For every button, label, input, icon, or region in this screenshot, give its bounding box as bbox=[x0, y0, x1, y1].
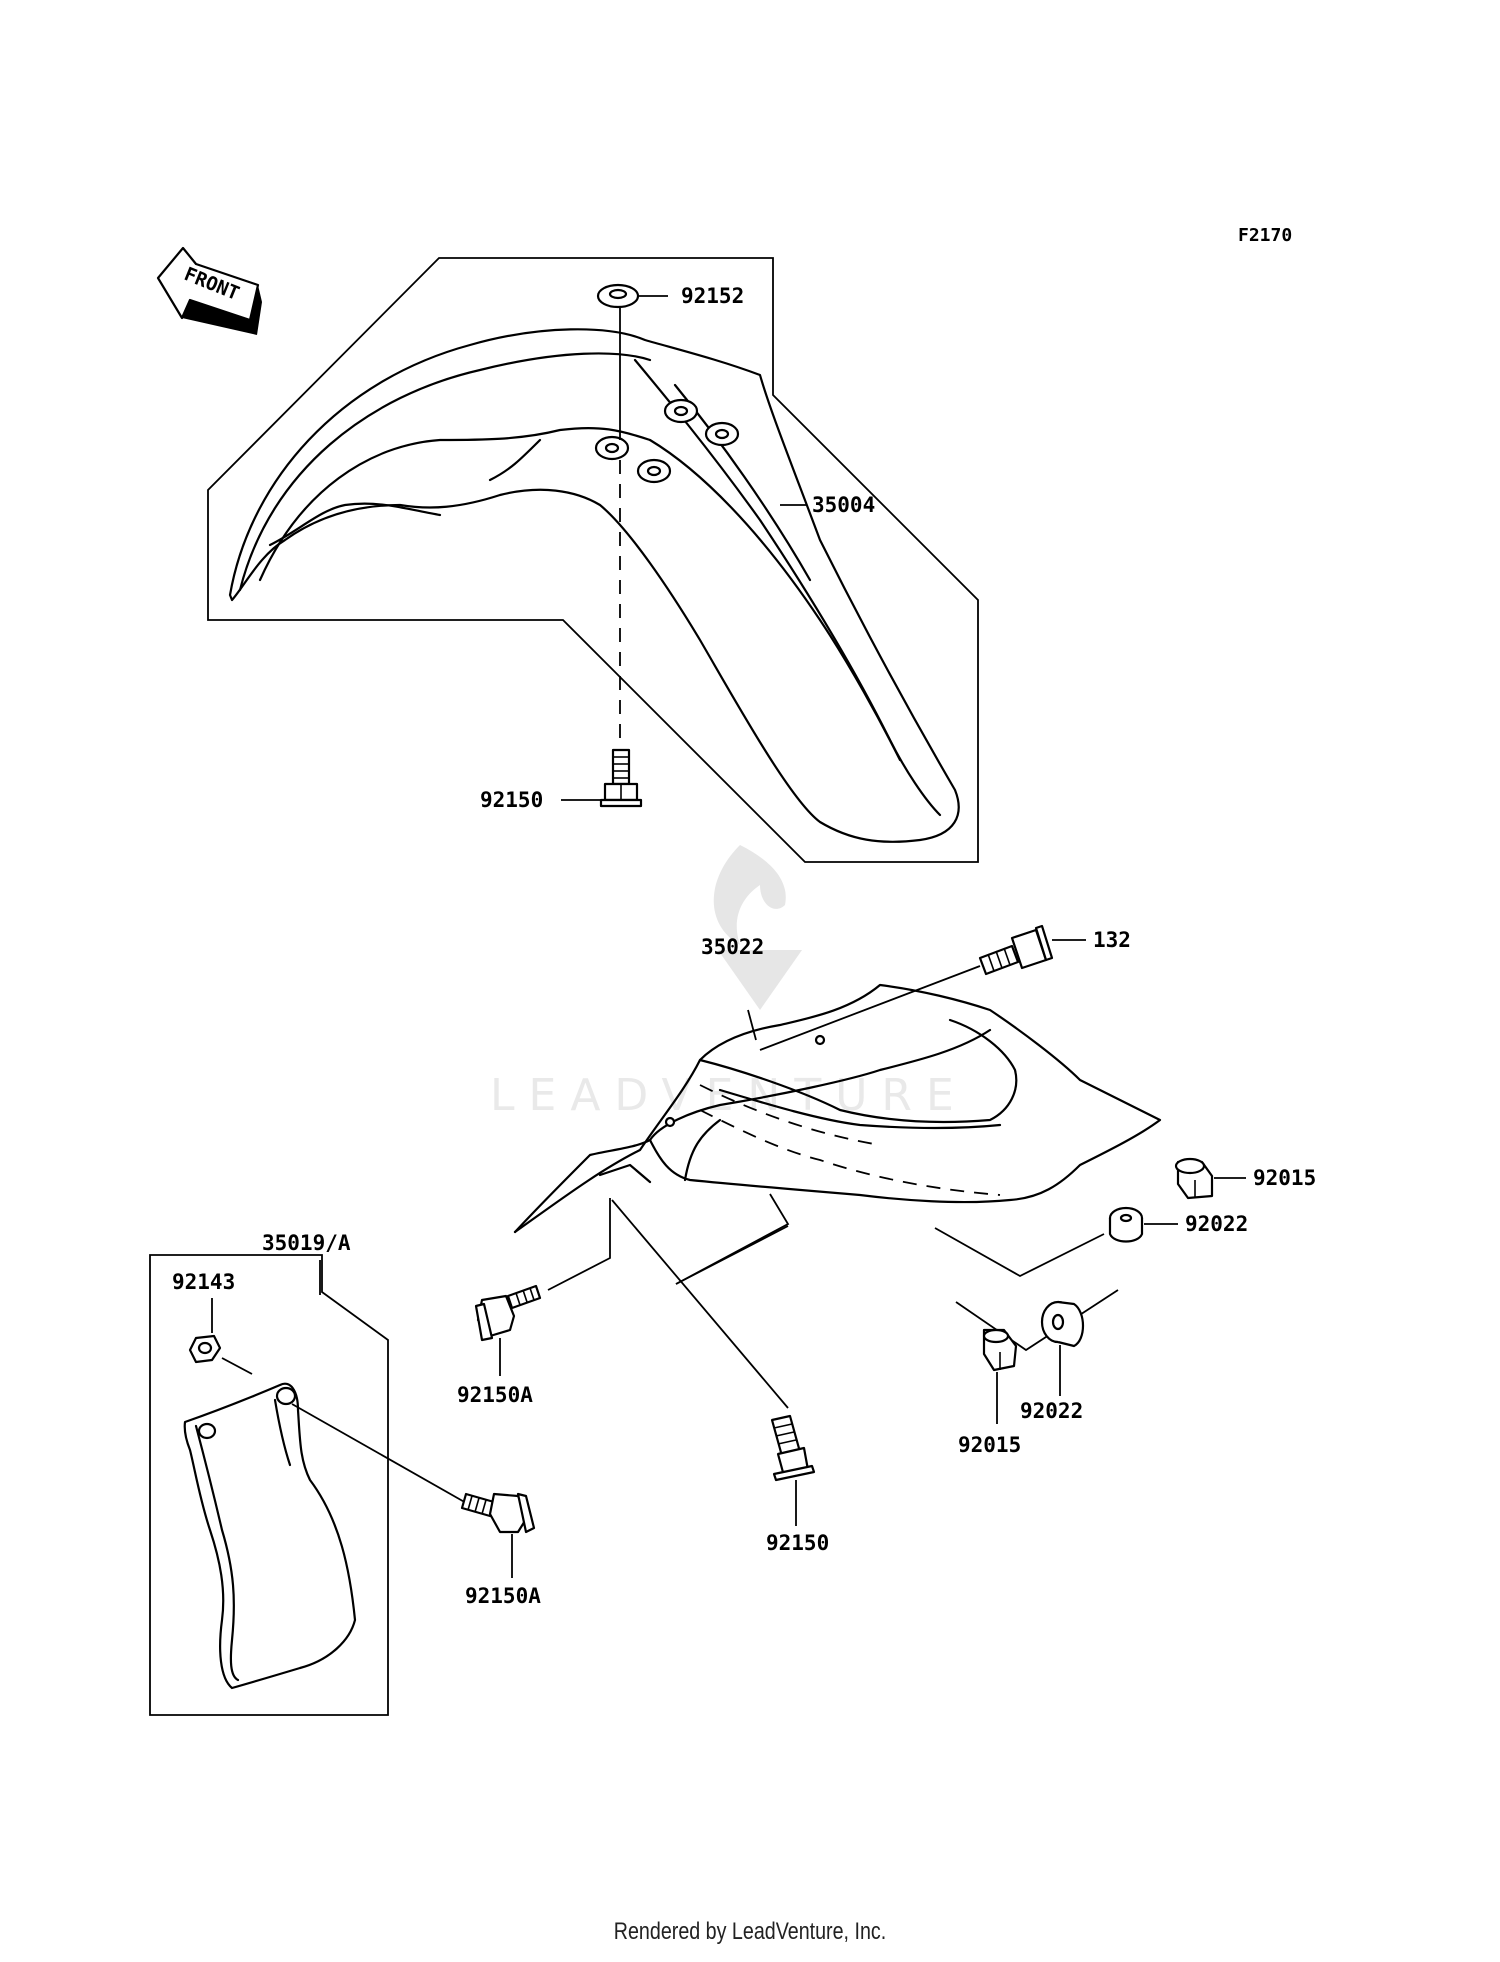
nut-92143-icon bbox=[188, 1334, 222, 1364]
label-92150-top: 92150 bbox=[480, 788, 543, 812]
label-35004: 35004 bbox=[812, 493, 875, 517]
nut-92015-bottom-icon bbox=[982, 1328, 1018, 1372]
bolt-92150A-mid-icon bbox=[474, 1284, 542, 1342]
front-direction-arrow: FRONT bbox=[156, 246, 262, 335]
fork-guard-35019A bbox=[183, 1382, 357, 1690]
label-132: 132 bbox=[1093, 928, 1131, 952]
label-92022-bottom: 92022 bbox=[1020, 1399, 1083, 1423]
bolt-92150-top-icon bbox=[599, 748, 643, 808]
label-35019A: 35019/A bbox=[262, 1231, 351, 1255]
front-fender-35004 bbox=[228, 328, 960, 843]
watermark-text: LEADVENTURE bbox=[490, 1070, 968, 1121]
washer-92022-right-icon bbox=[1108, 1206, 1144, 1243]
bolt-92150-bottom-icon bbox=[770, 1414, 816, 1482]
label-35022: 35022 bbox=[701, 935, 764, 959]
label-92152: 92152 bbox=[681, 284, 744, 308]
figure-code: F2170 bbox=[1238, 225, 1292, 246]
bolt-132-icon bbox=[978, 924, 1054, 976]
label-92150A-bottom: 92150A bbox=[465, 1584, 541, 1608]
footer-credit: Rendered by LeadVenture, Inc. bbox=[613, 1918, 887, 1945]
rear-fender-35022 bbox=[513, 983, 1162, 1234]
front-fender-group bbox=[207, 257, 979, 863]
leadventure-watermark: LEADVENTURE bbox=[490, 845, 968, 1121]
washer-92022-bottom-icon bbox=[1040, 1300, 1085, 1348]
label-92022-right: 92022 bbox=[1185, 1212, 1248, 1236]
grommet-92152-icon bbox=[596, 283, 640, 309]
rear-fender-group bbox=[474, 924, 1246, 1526]
fork-guard-group bbox=[149, 1254, 536, 1716]
label-92150-bottom: 92150 bbox=[766, 1531, 829, 1555]
bolt-92150A-bottom-icon bbox=[460, 1492, 536, 1534]
nut-92015-right-icon bbox=[1174, 1157, 1214, 1200]
label-92143: 92143 bbox=[172, 1270, 235, 1294]
label-92015-right: 92015 bbox=[1253, 1166, 1316, 1190]
label-92015-bottom: 92015 bbox=[958, 1433, 1021, 1457]
label-92150A-mid: 92150A bbox=[457, 1383, 533, 1407]
